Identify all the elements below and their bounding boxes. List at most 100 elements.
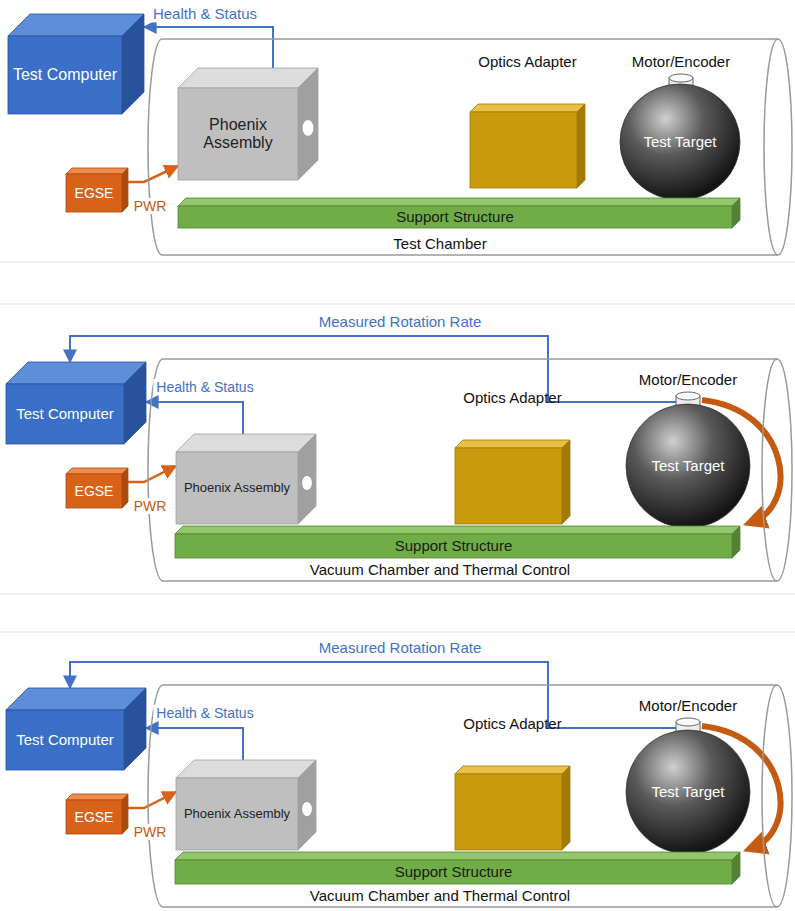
aperture bbox=[302, 801, 313, 816]
node-label: Test Computer bbox=[16, 731, 114, 748]
computer-box-outline bbox=[8, 14, 144, 114]
signal-line bbox=[70, 336, 676, 402]
top-face bbox=[6, 688, 146, 710]
text-holder: EGSE bbox=[66, 474, 122, 508]
side-face bbox=[124, 688, 146, 770]
text-holder: Test Computer bbox=[8, 36, 122, 114]
power-line bbox=[128, 466, 176, 482]
top-face bbox=[455, 440, 570, 448]
chamber-body bbox=[148, 359, 792, 581]
chamber-label: Vacuum Chamber and Thermal Control bbox=[310, 887, 570, 904]
panel-separator bbox=[0, 262, 795, 263]
chamber-end bbox=[762, 685, 777, 907]
front-face bbox=[175, 860, 732, 884]
text-holder: Support Structure bbox=[175, 860, 732, 884]
top-face bbox=[178, 198, 740, 206]
front-face bbox=[455, 448, 562, 524]
signal-line bbox=[146, 402, 243, 434]
computer-box: Test Computer bbox=[8, 14, 144, 114]
assembly-box: Phoenix Assembly bbox=[176, 760, 316, 850]
side-face bbox=[562, 766, 570, 850]
node-label: Optics Adapter bbox=[463, 715, 561, 732]
egse-box: EGSE bbox=[66, 168, 128, 212]
chamber-cylinder: Phoenix AssemblyOptics AdapterMotor/Enco… bbox=[148, 38, 792, 256]
node-label: Motor/Encoder bbox=[639, 697, 737, 714]
side-face bbox=[122, 168, 128, 212]
computer-box: Test Computer bbox=[6, 362, 146, 444]
egse-box: EGSE bbox=[66, 468, 128, 508]
text-holder: Support Structure bbox=[178, 206, 732, 228]
node-label: Motor/Encoder bbox=[632, 53, 730, 70]
node-label: Support Structure bbox=[395, 537, 513, 554]
edge-label: Health & Status bbox=[153, 379, 256, 395]
front-face bbox=[176, 452, 298, 524]
node-label: Support Structure bbox=[395, 863, 513, 880]
front-face bbox=[470, 112, 577, 188]
signal-line bbox=[144, 27, 273, 68]
node-label: Test Computer bbox=[16, 405, 114, 422]
assembly-box-outline bbox=[176, 760, 316, 850]
optics-adapter: Optics Adapter bbox=[455, 440, 570, 524]
front-face bbox=[6, 384, 124, 444]
edge-label: PWR bbox=[131, 824, 170, 840]
node-label: EGSE bbox=[75, 483, 114, 499]
top-face bbox=[175, 526, 740, 534]
edge-label: PWR bbox=[131, 498, 170, 514]
panel-separator bbox=[0, 594, 795, 595]
text-holder: Optics Adapter bbox=[459, 360, 566, 436]
text-holder: Test Chamber bbox=[391, 235, 488, 252]
support-bar: Support Structure bbox=[178, 198, 740, 228]
chamber-body bbox=[148, 685, 792, 907]
edge-label: Health & Status bbox=[150, 5, 260, 22]
node-label: Test Target bbox=[651, 783, 724, 800]
motor-top bbox=[676, 392, 700, 400]
text-holder: Vacuum Chamber and Thermal Control bbox=[308, 887, 572, 904]
side-face bbox=[577, 104, 585, 188]
top-face bbox=[176, 760, 316, 778]
computer-box-outline bbox=[6, 362, 146, 444]
text-holder: EGSE bbox=[66, 800, 122, 834]
chamber-end bbox=[762, 359, 777, 581]
node-label: Support Structure bbox=[396, 208, 514, 225]
edge-label: Health & Status bbox=[153, 705, 256, 721]
text-holder: Optics Adapter bbox=[459, 686, 566, 762]
panel-separator bbox=[0, 632, 795, 633]
chamber-body bbox=[148, 39, 792, 255]
node-label: Test Target bbox=[651, 457, 724, 474]
side-face bbox=[562, 440, 570, 524]
assembly-box-outline bbox=[176, 434, 316, 524]
computer-box: Test Computer bbox=[6, 688, 146, 770]
front-face bbox=[175, 534, 732, 558]
text-holder: Optics Adapter bbox=[474, 24, 581, 100]
text-holder: Vacuum Chamber and Thermal Control bbox=[308, 561, 572, 578]
front-face bbox=[6, 710, 124, 770]
power-line bbox=[128, 792, 176, 808]
front-face bbox=[66, 474, 122, 508]
sphere-body bbox=[620, 84, 740, 200]
side-face bbox=[732, 852, 740, 884]
side-face bbox=[732, 526, 740, 558]
support-bar: Support Structure bbox=[175, 526, 740, 558]
node-label: Optics Adapter bbox=[463, 389, 561, 406]
side-face bbox=[298, 760, 316, 850]
side-face bbox=[732, 198, 740, 228]
edge-label: PWR bbox=[131, 198, 170, 214]
front-face bbox=[176, 778, 298, 850]
text-holder: Test Computer bbox=[6, 710, 124, 770]
support-bar: Support Structure bbox=[175, 852, 740, 884]
text-holder: Phoenix Assembly bbox=[178, 88, 298, 180]
text-holder: Test Target bbox=[626, 404, 750, 528]
edge-label: Measured Rotation Rate bbox=[316, 313, 485, 330]
front-face bbox=[66, 174, 122, 212]
top-face bbox=[178, 68, 318, 88]
node-label: Phoenix Assembly bbox=[184, 481, 290, 496]
signal-line bbox=[70, 662, 676, 728]
top-face bbox=[470, 104, 585, 112]
text-holder: Motor/Encoder bbox=[637, 371, 739, 388]
node-label: Test Computer bbox=[13, 66, 117, 84]
text-holder: Support Structure bbox=[175, 534, 732, 558]
side-face bbox=[122, 14, 144, 114]
top-face bbox=[6, 362, 146, 384]
optics-adapter-outline bbox=[455, 766, 570, 850]
